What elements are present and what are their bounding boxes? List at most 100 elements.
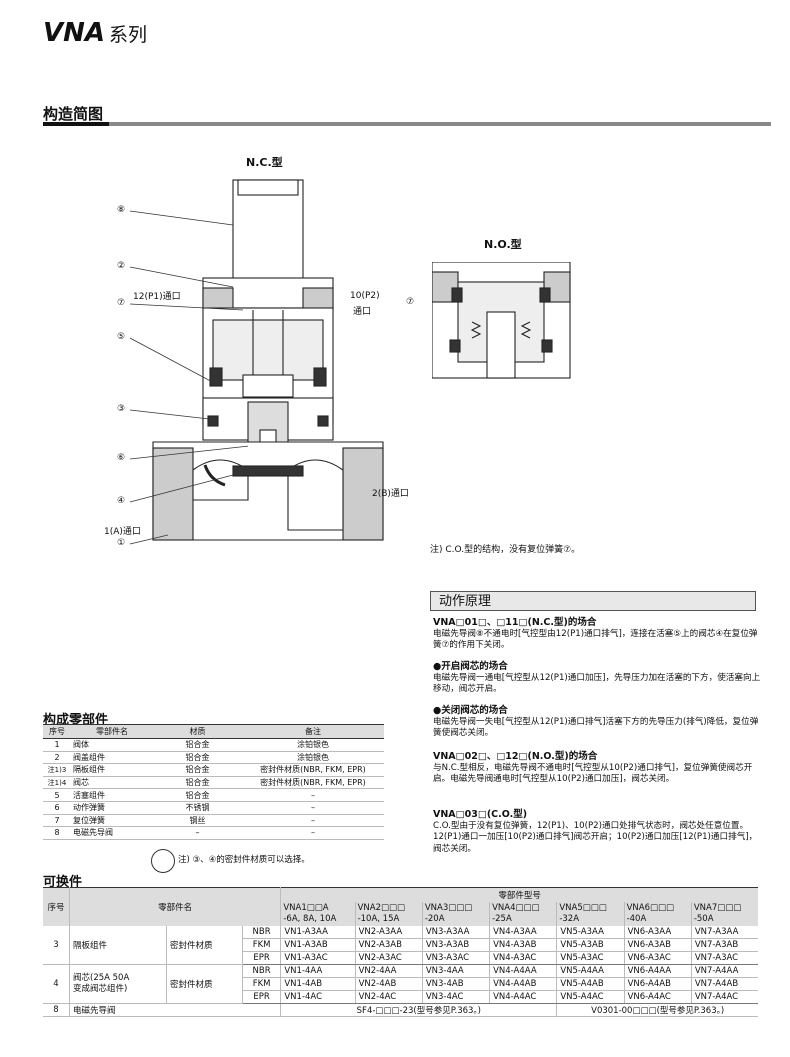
principle-text: C.O.型由于没有复位弹簧，12(P1)、10(P2)通口处排气状态时，阀芯处任… bbox=[433, 820, 758, 854]
magnifier-icon bbox=[151, 849, 175, 873]
table-cell: 动作弹簧 bbox=[71, 801, 153, 815]
table-cell: SF4-□□□-23(型号参见P.363。) bbox=[280, 1003, 557, 1017]
table-cell: VN2-A3AB bbox=[354, 938, 423, 952]
table-cell: 涂铂银色 bbox=[242, 738, 384, 752]
table-header: 序号 bbox=[43, 887, 70, 926]
model-header: VNA6□□□ -40A bbox=[623, 902, 692, 926]
table-cell: VN1-A3AC bbox=[280, 951, 356, 965]
table-cell: VN7-A4AC bbox=[690, 990, 758, 1004]
model-name: VNA bbox=[43, 18, 106, 48]
table-cell: VN3-4AA bbox=[421, 964, 490, 978]
table-header: 零部件名 bbox=[71, 724, 153, 739]
table-cell: VN4-A3AC bbox=[489, 951, 557, 965]
port-1-label: 1(A)通口 bbox=[104, 527, 141, 537]
table-cell: 铝合金 bbox=[153, 751, 242, 765]
table-cell: 注1)4 bbox=[43, 776, 71, 790]
table-cell: VN6-A4AA bbox=[623, 964, 692, 978]
model-header: VNA3□□□ -20A bbox=[421, 902, 490, 926]
table-cell: VN7-A3AB bbox=[690, 938, 758, 952]
table-cell: V0301-00□□□(型号参见P.363。) bbox=[556, 1003, 758, 1017]
table-cell: VN5-A3AC bbox=[556, 951, 625, 965]
table-cell: 6 bbox=[43, 801, 71, 815]
section-divider bbox=[43, 122, 771, 126]
table-cell: 阀芯 bbox=[71, 776, 153, 790]
callout-1: ① bbox=[117, 538, 126, 548]
table-header: 零部件型号 bbox=[280, 887, 758, 902]
principle-block-4: VNA□02□、□12□(N.O.型)的场合 与N.C.型相反，电磁先导阀不通电… bbox=[433, 751, 763, 786]
nc-valve-drawing bbox=[152, 179, 384, 541]
table-cell: 电磁先导阀 bbox=[68, 1003, 281, 1017]
table-cell: 活塞组件 bbox=[71, 788, 153, 802]
table-cell: 8 bbox=[43, 1003, 70, 1017]
table-cell: VN2-4AB bbox=[354, 977, 423, 991]
table-cell: 3 bbox=[43, 926, 70, 965]
table-cell: 阀盖组件 bbox=[71, 751, 153, 765]
table-cell: EPR bbox=[241, 990, 281, 1004]
table-cell: VN2-4AA bbox=[354, 964, 423, 978]
table-cell: VN3-A3AB bbox=[421, 938, 490, 952]
table-cell: EPR bbox=[241, 951, 281, 965]
principle-head: VNA□01□、□11□(N.C.型)的场合 bbox=[433, 617, 597, 628]
model-header: VNA7□□□ -50A bbox=[690, 902, 758, 926]
table-header-row: 序号 零部件名 零部件型号 bbox=[43, 887, 758, 926]
principle-block-5: VNA□03□(C.O.型) C.O.型由于没有复位弹簧，12(P1)、10(P… bbox=[433, 809, 763, 855]
table-cell: VN7-A3AA bbox=[690, 926, 758, 939]
table-cell: 8 bbox=[43, 826, 71, 840]
table-cell: VN3-4AC bbox=[421, 990, 490, 1004]
principle-head: ●开启阀芯的场合 bbox=[433, 661, 508, 672]
table-header: 材质 bbox=[153, 724, 242, 739]
table-cell: VN3-A3AC bbox=[421, 951, 490, 965]
table-cell: VN1-A3AB bbox=[280, 938, 356, 952]
table-cell: 注1)3 bbox=[43, 763, 71, 777]
table-cell: VN5-A3AA bbox=[556, 926, 625, 939]
table-cell: VN1-A3AA bbox=[280, 926, 356, 939]
callout-4: ④ bbox=[117, 496, 126, 506]
table-cell: VN4-A4AC bbox=[489, 990, 557, 1004]
model-header: VNA2□□□ -10A, 15A bbox=[354, 902, 423, 926]
table-cell: VN6-A3AC bbox=[623, 951, 692, 965]
table-cell: VN6-A4AC bbox=[623, 990, 692, 1004]
table-cell: VN2-4AC bbox=[354, 990, 423, 1004]
table-cell: VN3-4AB bbox=[421, 977, 490, 991]
table-cell: 5 bbox=[43, 788, 71, 802]
table-cell: VN6-A3AB bbox=[623, 938, 692, 952]
table-cell: 涂铂银色 bbox=[242, 751, 384, 765]
principle-text: 电磁先导阀一通电[气控型从12(P1)通口加压]，先导压力加在活塞的下方，使活塞… bbox=[433, 672, 761, 695]
co-note: 注) C.O.型的结构，没有复位弹簧⑦。 bbox=[430, 545, 581, 555]
table-cell: 阀体 bbox=[71, 738, 153, 752]
callout-6: ⑥ bbox=[117, 453, 126, 463]
table-cell: VN4-A4AB bbox=[489, 977, 557, 991]
model-header: VNA4□□□ -25A bbox=[489, 902, 557, 926]
replace-table: 序号 零部件名 零部件型号 VNA1□□A -6A, 8A, 10A VNA2□… bbox=[43, 887, 758, 1017]
table-cell: VN7-A4AB bbox=[690, 977, 758, 991]
table-cell: 2 bbox=[43, 751, 71, 765]
table-cell: 密封件材质 bbox=[165, 964, 243, 1004]
table-cell: VN2-A3AC bbox=[354, 951, 423, 965]
table-cell: 隔板组件 bbox=[71, 763, 153, 777]
replace-title: 可换件 bbox=[43, 875, 83, 890]
table-cell: VN7-A3AC bbox=[690, 951, 758, 965]
table-header: 零部件名 bbox=[68, 887, 281, 926]
nc-title: N.C.型 bbox=[246, 156, 283, 169]
principle-head: VNA□03□(C.O.型) bbox=[433, 809, 528, 820]
no-valve-drawing bbox=[432, 262, 571, 379]
table-cell: 铝合金 bbox=[153, 788, 242, 802]
table-cell: VN5-A3AB bbox=[556, 938, 625, 952]
table-cell: VN1-4AB bbox=[280, 977, 356, 991]
principle-head: ●关闭阀芯的场合 bbox=[433, 705, 508, 716]
principle-text: 电磁先导阀一失电[气控型从12(P1)通口排气]活塞下方的先导压力(排气)降低，… bbox=[433, 716, 759, 739]
table-cell: NBR bbox=[241, 964, 281, 978]
